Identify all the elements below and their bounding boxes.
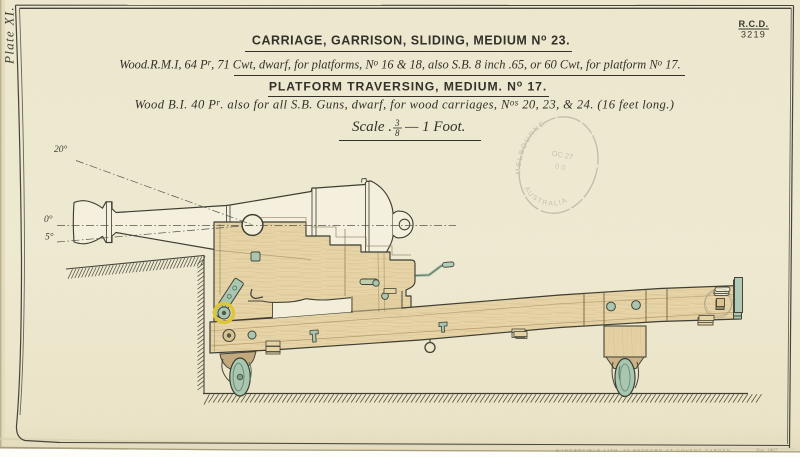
svg-text:CARRIAGE, GARRISON, SLIDING, M: CARRIAGE, GARRISON, SLIDING, MEDIUM No 2… (252, 33, 570, 48)
svg-text:20°: 20° (54, 144, 68, 155)
svg-text:0°: 0° (44, 214, 53, 225)
svg-text:— 1 Foot.: — 1 Foot. (404, 119, 465, 135)
svg-text:PLATFORM TRAVERSING, MEDIUM. N: PLATFORM TRAVERSING, MEDIUM. No 17. (269, 79, 547, 94)
svg-text:Wood.R.M.I, 64 Pr, 71 Cwt, dwa: Wood.R.M.I, 64 Pr, 71 Cwt, dwarf, for pl… (119, 58, 680, 72)
svg-text:5°: 5° (45, 232, 54, 243)
svg-text:Nov 1867: Nov 1867 (755, 448, 778, 454)
svg-text:Wood B.I. 40 Pr. also for all: Wood B.I. 40 Pr. also for all S.B. Guns,… (135, 98, 675, 112)
svg-text:0 0: 0 0 (554, 161, 566, 172)
svg-text:Scale .: Scale . (352, 119, 392, 135)
svg-text:3: 3 (394, 118, 400, 128)
svg-text:8: 8 (395, 128, 400, 138)
svg-text:Plate XI.: Plate XI. (2, 6, 17, 65)
svg-text:DANGERFIELD LITH. 22 BEDFOR: DANGERFIELD LITH. 22 BEDFORD ST COVENT G… (556, 448, 731, 453)
svg-text:R.C.D.: R.C.D. (739, 19, 769, 29)
svg-text:OC 27: OC 27 (551, 149, 574, 162)
svg-text:3219: 3219 (741, 30, 766, 40)
